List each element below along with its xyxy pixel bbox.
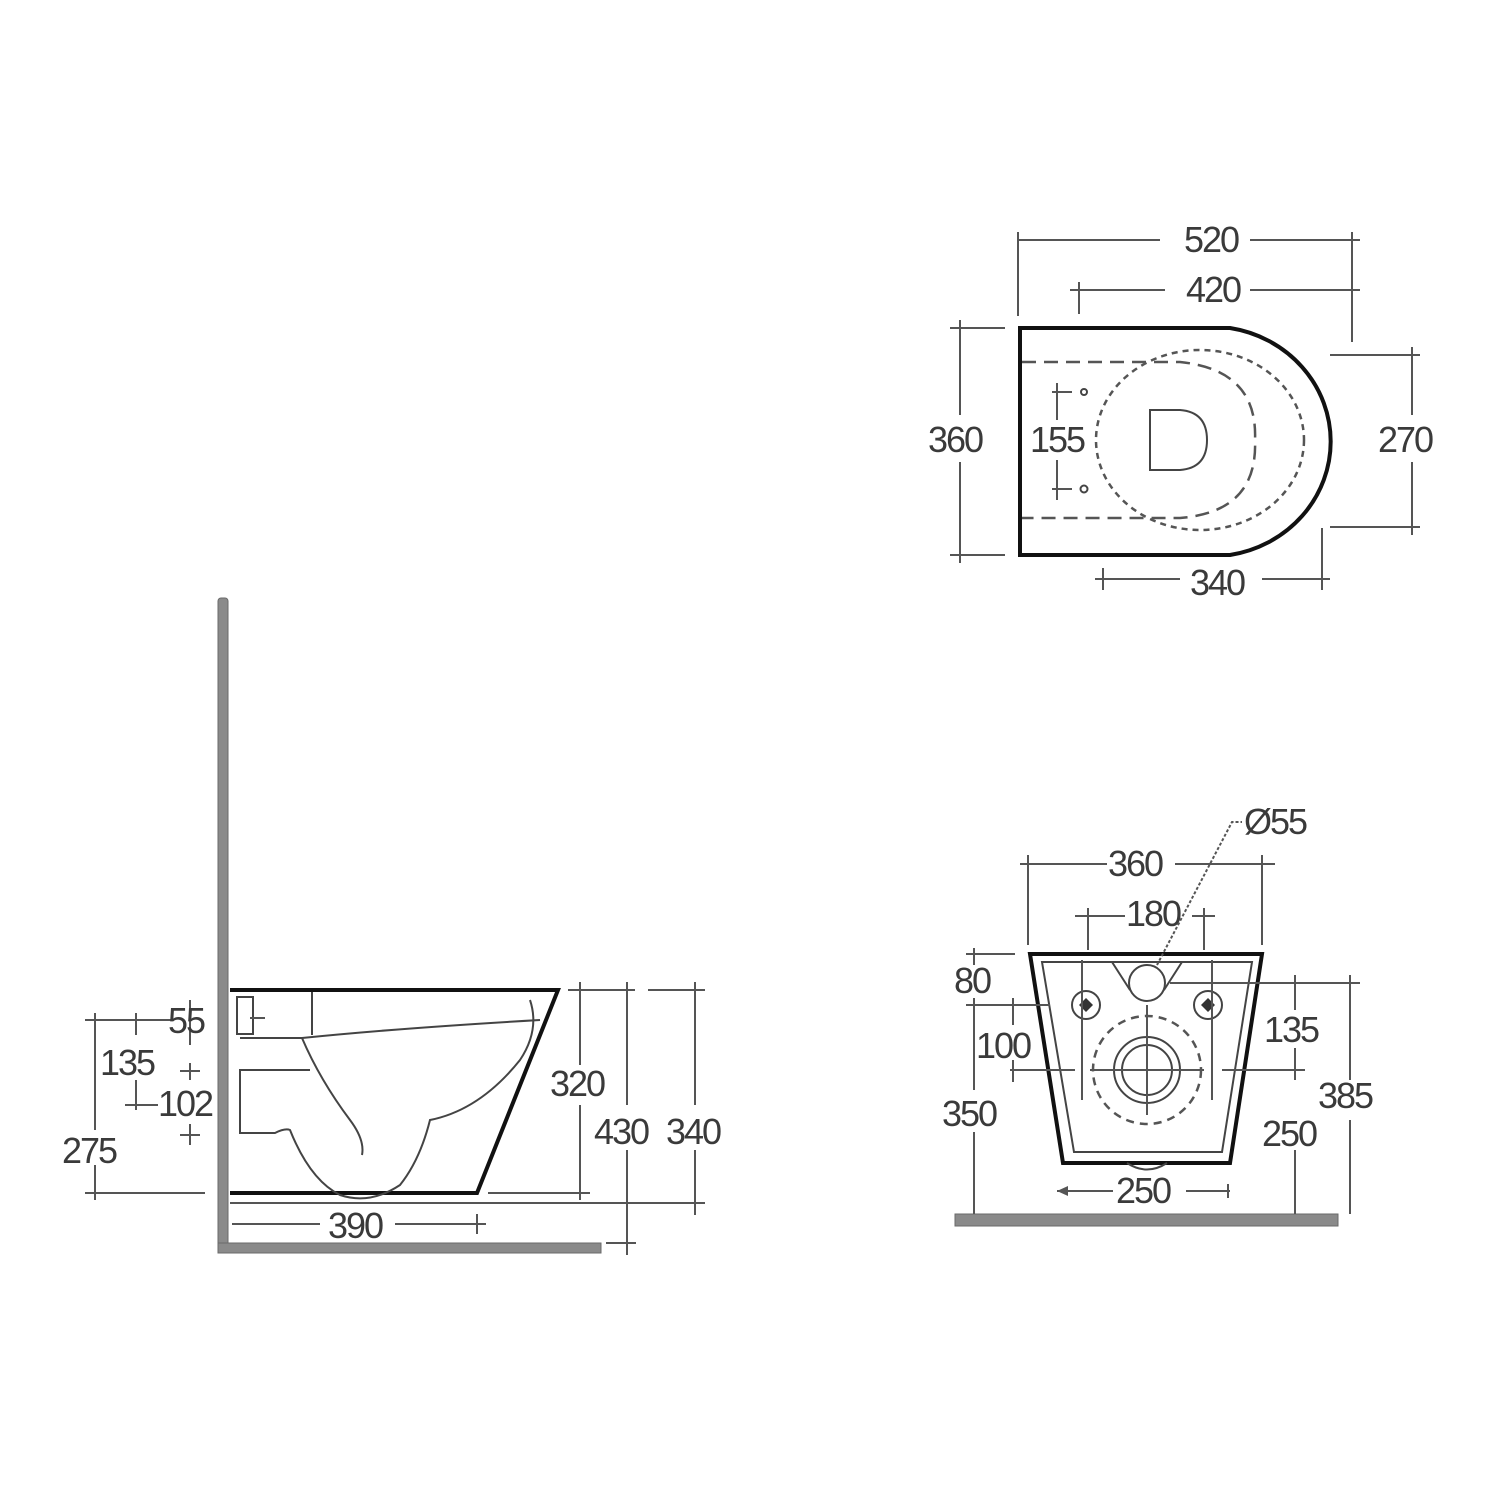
plan-view: 520 420 360 155 270 340 bbox=[928, 219, 1435, 603]
rear-fixing-left bbox=[1071, 990, 1101, 1020]
dim-side-55: 55 bbox=[168, 1000, 205, 1041]
rear-view: 360 180 Ø55 80 100 350 135 385 250 bbox=[942, 801, 1375, 1227]
dim-plan-270: 270 bbox=[1378, 419, 1433, 460]
plan-fixing-hole-top bbox=[1080, 388, 1088, 396]
plan-outline bbox=[1018, 326, 1333, 557]
dim-plan-520: 520 bbox=[1184, 219, 1239, 260]
dim-plan-360: 360 bbox=[928, 419, 983, 460]
dim-side-102: 102 bbox=[158, 1083, 213, 1124]
dim-rear-dia55: Ø55 bbox=[1244, 801, 1307, 842]
rear-fixing-right bbox=[1193, 990, 1223, 1020]
plan-fixing-hole-bottom bbox=[1079, 484, 1089, 494]
dim-rear-80: 80 bbox=[954, 960, 991, 1001]
dim-rear-135: 135 bbox=[1264, 1009, 1319, 1050]
dim-side-390: 390 bbox=[328, 1205, 383, 1246]
dim-side-320: 320 bbox=[550, 1063, 605, 1104]
wall bbox=[217, 597, 229, 1254]
dim-rear-100: 100 bbox=[976, 1025, 1031, 1066]
rear-floor bbox=[954, 1213, 1339, 1227]
dim-rear-180: 180 bbox=[1126, 893, 1181, 934]
dim-rear-385: 385 bbox=[1318, 1075, 1373, 1116]
dim-rear-360: 360 bbox=[1108, 843, 1163, 884]
dim-side-340: 340 bbox=[666, 1111, 721, 1152]
dim-rear-350: 350 bbox=[942, 1093, 997, 1134]
dim-side-275: 275 bbox=[62, 1130, 117, 1171]
rear-outline bbox=[1027, 952, 1265, 1165]
dim-side-135: 135 bbox=[100, 1042, 155, 1083]
dim-rear-250-base: 250 bbox=[1116, 1170, 1171, 1211]
plan-bowl-opening bbox=[1149, 409, 1209, 471]
dim-plan-155: 155 bbox=[1030, 419, 1085, 460]
rear-inlet bbox=[1128, 964, 1166, 1002]
dim-plan-340: 340 bbox=[1190, 562, 1245, 603]
plan-seat-oval bbox=[1094, 348, 1306, 532]
floor bbox=[217, 1242, 602, 1254]
side-outline bbox=[230, 988, 561, 1195]
side-view: 55 135 102 275 390 320 430 340 bbox=[62, 597, 723, 1255]
dim-side-430: 430 bbox=[594, 1111, 649, 1152]
dim-plan-420: 420 bbox=[1186, 269, 1241, 310]
dim-rear-250-right: 250 bbox=[1262, 1113, 1317, 1154]
